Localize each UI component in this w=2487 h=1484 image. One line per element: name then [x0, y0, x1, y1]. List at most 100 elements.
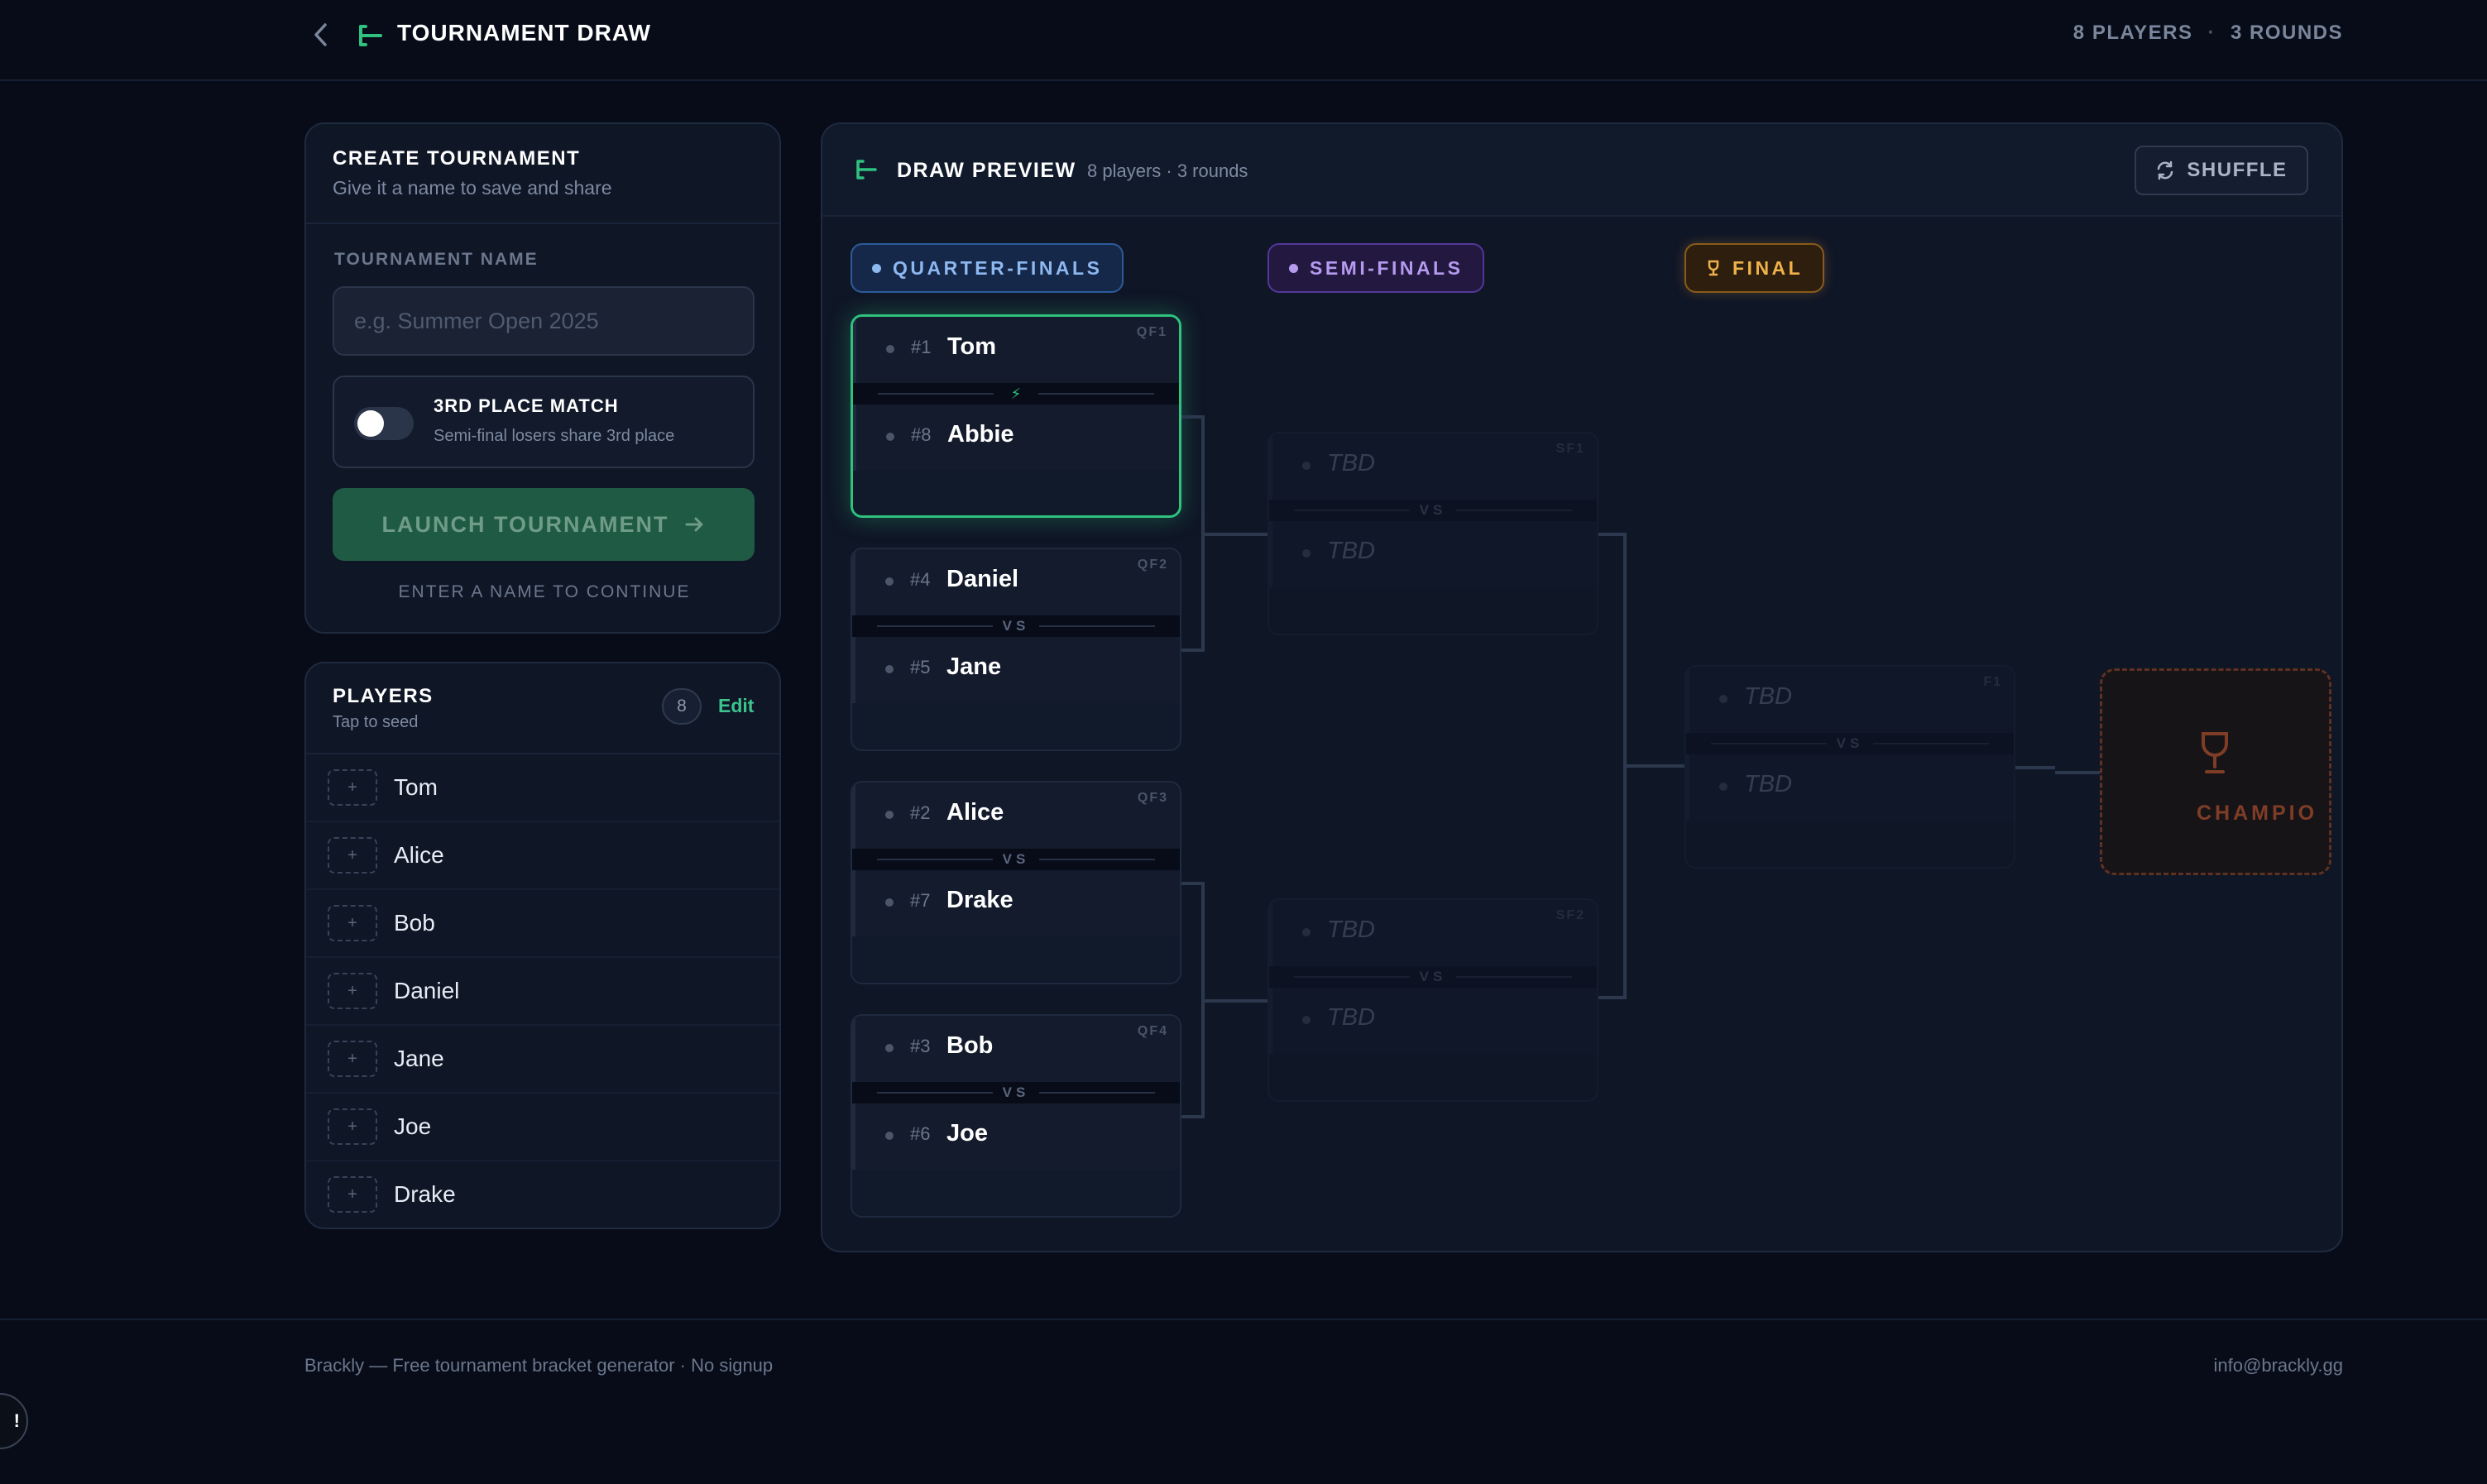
- player-name: TBD: [1744, 771, 1792, 797]
- players-header: PLAYERS Tap to seed 8 Edit: [306, 663, 779, 754]
- player-name: Daniel: [946, 566, 1019, 592]
- players-subtitle: Tap to seed: [333, 713, 419, 731]
- seed-number: #4: [910, 569, 931, 590]
- match-footer: [1269, 587, 1597, 634]
- player-row[interactable]: + Daniel: [306, 958, 779, 1026]
- seed-number: #5: [910, 657, 931, 677]
- third-place-toggle[interactable]: [354, 407, 414, 440]
- match-id: SF1: [1555, 442, 1585, 456]
- shuffle-label: SHUFFLE: [2187, 159, 2288, 181]
- divider-line: [877, 1092, 993, 1094]
- divider-line: [1456, 976, 1572, 978]
- player-name: Alice: [394, 842, 444, 868]
- seed-button[interactable]: +: [328, 769, 377, 806]
- slot-dot-icon: [886, 345, 894, 353]
- match-card-qf4[interactable]: #3 Bob QF4 VS #6 Joe: [851, 1014, 1181, 1218]
- player-name: TBD: [1327, 1004, 1375, 1031]
- bracket-connector: [1205, 999, 1267, 1003]
- seed-button[interactable]: +: [328, 1108, 377, 1145]
- seed-button[interactable]: +: [328, 1176, 377, 1213]
- footer-email-link[interactable]: info@brackly.gg: [2213, 1355, 2343, 1376]
- match-id: F1: [1983, 675, 2002, 689]
- footer: Brackly — Free tournament bracket genera…: [0, 1319, 2487, 1484]
- player-name: TBD: [1327, 450, 1375, 476]
- divider-line: [1039, 625, 1155, 627]
- divider-line: [1039, 1092, 1155, 1094]
- match-card-sf1[interactable]: TBD SF1 VS TBD: [1267, 432, 1598, 635]
- player-name: Joe: [946, 1120, 988, 1147]
- create-card-header: CREATE TOURNAMENT Give it a name to save…: [306, 124, 779, 224]
- player-row[interactable]: + Drake: [306, 1161, 779, 1228]
- create-card-title: CREATE TOURNAMENT: [333, 147, 581, 170]
- player-name: Alice: [946, 799, 1004, 826]
- player-row[interactable]: + Joe: [306, 1094, 779, 1161]
- round-name: SEMI-FINALS: [1310, 256, 1464, 279]
- slot-dot-icon: [885, 1132, 894, 1140]
- player-name: Daniel: [394, 978, 460, 1003]
- players-count: 8 PLAYERS: [2072, 22, 2193, 44]
- player-name: Abbie: [947, 421, 1014, 448]
- shuffle-button[interactable]: SHUFFLE: [2135, 146, 2308, 195]
- back-button[interactable]: [304, 18, 338, 51]
- divider-line: [877, 859, 993, 860]
- player-name: Jane: [394, 1046, 444, 1071]
- seed-button[interactable]: +: [328, 1041, 377, 1077]
- seed-number: #2: [910, 802, 931, 823]
- player-name: TBD: [1327, 538, 1375, 564]
- preview-subtitle: 8 players · 3 rounds: [1087, 160, 1248, 181]
- slot-dot-icon: [1719, 783, 1727, 791]
- seed-button[interactable]: +: [328, 973, 377, 1009]
- vs-divider: VS: [852, 849, 1180, 870]
- divider-line: [878, 393, 994, 395]
- tournament-name-input[interactable]: [333, 286, 755, 356]
- match-slot: #4 Daniel: [852, 549, 1180, 615]
- player-name: TBD: [1327, 917, 1375, 943]
- player-name: Bob: [946, 1032, 994, 1059]
- slot-dot-icon: [1302, 549, 1311, 558]
- vs-label: VS: [1419, 969, 1447, 984]
- vs-divider: VS: [1269, 966, 1597, 988]
- match-card-final[interactable]: TBD F1 VS TBD: [1684, 665, 2015, 869]
- player-row[interactable]: + Alice: [306, 822, 779, 890]
- champion-slot: CHAMPIO: [2100, 668, 2331, 875]
- player-name: Drake: [394, 1181, 456, 1207]
- launch-tournament-button[interactable]: LAUNCH TOURNAMENT: [333, 488, 755, 561]
- preview-title: DRAW PREVIEW: [897, 159, 1076, 182]
- round-dot-icon: [1289, 263, 1298, 273]
- shuffle-icon: [2158, 160, 2173, 180]
- match-card-qf2[interactable]: #4 Daniel QF2 VS #5 Jane: [851, 548, 1181, 751]
- match-footer: [852, 1170, 1180, 1216]
- player-row[interactable]: + Tom: [306, 754, 779, 822]
- seed-number: #7: [910, 890, 931, 911]
- back-chevron-icon: [314, 23, 327, 46]
- lightning-icon: ⚡: [1010, 385, 1022, 402]
- chat-widget-button[interactable]: !: [0, 1393, 28, 1449]
- match-footer: [853, 471, 1179, 515]
- vs-divider: VS: [1686, 733, 2014, 754]
- player-row[interactable]: + Jane: [306, 1026, 779, 1094]
- bracket-icon: [359, 25, 382, 46]
- divider-line: [1294, 510, 1410, 511]
- match-id: QF4: [1137, 1024, 1168, 1038]
- edit-players-link[interactable]: Edit: [718, 695, 755, 716]
- round-label-semifinals: SEMI-FINALS: [1267, 243, 1485, 293]
- match-slot: TBD: [1269, 433, 1597, 500]
- champion-label: CHAMPIO: [2197, 802, 2318, 825]
- bracket-connector: [1205, 533, 1267, 536]
- match-card-qf1[interactable]: #1 Tom QF1 ⚡ #8 Abbie: [851, 314, 1181, 518]
- top-bar: TOURNAMENT DRAW 8 PLAYERS · 3 ROUNDS: [0, 0, 2487, 81]
- match-id: QF3: [1137, 791, 1168, 805]
- match-slot: #2 Alice: [852, 783, 1180, 849]
- seed-button[interactable]: +: [328, 905, 377, 941]
- match-card-sf2[interactable]: TBD SF2 VS TBD: [1267, 898, 1598, 1102]
- round-name: QUARTER-FINALS: [893, 256, 1103, 279]
- bracket-connector: [1598, 533, 1627, 999]
- preview-header: DRAW PREVIEW 8 players · 3 rounds SHUFFL…: [822, 124, 2341, 217]
- match-card-qf3[interactable]: #2 Alice QF3 VS #7 Drake: [851, 781, 1181, 984]
- player-row[interactable]: + Bob: [306, 890, 779, 958]
- launch-label: LAUNCH TOURNAMENT: [381, 511, 669, 537]
- match-slot: #1 Tom: [853, 317, 1179, 383]
- match-id: SF2: [1555, 908, 1585, 922]
- player-name: Jane: [946, 653, 1002, 680]
- seed-button[interactable]: +: [328, 837, 377, 874]
